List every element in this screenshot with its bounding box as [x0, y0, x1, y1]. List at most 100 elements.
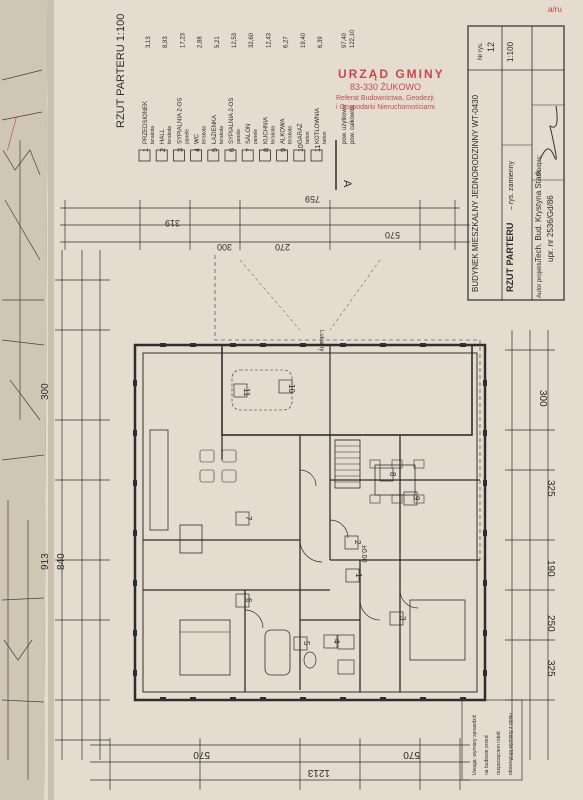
chair — [413, 494, 425, 504]
door-swing — [244, 609, 264, 629]
note-line: Uwaga: wymiary sprawdzić — [472, 714, 478, 775]
title-block: BUDYNEK MIESZKALNY JEDNORODZINNY WT-0430… — [467, 25, 565, 301]
author-name: Tech. Bud. Krystyna Stark — [534, 169, 543, 262]
window-mark — [340, 343, 346, 347]
room-number-box — [323, 634, 338, 649]
door-swing — [299, 539, 323, 563]
bathtub — [264, 629, 291, 676]
stamp-line-2: 83-330 ŻUKOWO — [350, 82, 421, 92]
armchair — [221, 449, 237, 463]
room-number-box — [233, 383, 248, 398]
sign-label: Podpis: — [537, 155, 543, 175]
window-mark — [160, 697, 166, 701]
dimension-right-label: 250 — [545, 615, 556, 632]
drawing-number: 12 — [486, 42, 496, 52]
bed — [409, 599, 466, 661]
chair — [369, 459, 381, 469]
legend-area: 3,13 — [146, 36, 152, 48]
door-swing — [299, 469, 317, 487]
legend-number-box — [241, 149, 254, 162]
room-number-box — [235, 593, 250, 608]
staircase — [334, 439, 361, 489]
window-mark — [483, 480, 487, 486]
legend-floor: beton — [322, 131, 328, 144]
dimension-top-label: 570 — [385, 230, 400, 240]
legend-number-box — [207, 149, 220, 162]
washbasin — [337, 634, 355, 650]
room-number-box — [278, 379, 293, 394]
door-swing — [399, 589, 419, 609]
window-mark — [380, 343, 386, 347]
legend-area: 6,27 — [284, 36, 290, 48]
car-outline — [231, 369, 293, 411]
window-mark — [460, 697, 466, 701]
legend-number-box — [190, 149, 203, 162]
legend-usable-value: 97,40 — [342, 32, 348, 48]
window-mark — [260, 697, 266, 701]
room-number-box — [235, 511, 250, 526]
room-number: 11 — [242, 388, 251, 397]
legend-number-box — [258, 149, 271, 162]
scale-value: 1:100 — [506, 41, 515, 62]
room-number: 6 — [244, 598, 253, 603]
legend-number: 10 — [298, 144, 305, 152]
armchair — [221, 469, 237, 483]
window-mark — [483, 380, 487, 386]
window-mark — [483, 530, 487, 536]
toilet — [303, 651, 317, 669]
window-mark — [460, 343, 466, 347]
legend-floor: terakota — [270, 126, 276, 144]
window-mark — [190, 697, 196, 701]
legend-area: 8,93 — [163, 36, 169, 48]
municipal-stamp: URZĄD GMINY 83-330 ŻUKOWO Referat Budown… — [336, 67, 445, 111]
notes-frame — [461, 699, 523, 781]
legend-room-name: HALL — [160, 128, 166, 144]
window-mark — [230, 343, 236, 347]
legend-floor: beton — [305, 131, 311, 144]
dimension-top-label: 270 — [275, 242, 290, 252]
stamp-line-1: URZĄD GMINY — [338, 67, 445, 81]
window-mark — [340, 697, 346, 701]
legend-number: 6 — [229, 148, 236, 152]
legend-total-value: 122,10 — [350, 29, 356, 48]
chair — [369, 494, 381, 504]
room-number: 4 — [332, 639, 341, 644]
window-mark — [483, 430, 487, 436]
window-mark — [483, 670, 487, 676]
dimension-right-label: 325 — [545, 660, 556, 677]
legend-room-name: GARAŻ — [297, 123, 304, 144]
stamp-line-3: Referat Budownictwa, Geodezji — [336, 95, 434, 102]
window-mark — [133, 530, 137, 536]
legend-number: 5 — [212, 148, 219, 152]
room-number: 8 — [388, 472, 397, 477]
legend-total-label: pow. całkowita — [350, 105, 356, 144]
room-number-box — [345, 568, 360, 583]
legend-number: 11 — [315, 145, 322, 152]
dimension-right-label: 325 — [545, 480, 556, 497]
inner-wall-line — [142, 352, 478, 693]
legend-area: 2,88 — [198, 36, 204, 48]
bed — [179, 619, 231, 676]
project-name: BUDYNEK MIESZKALNY JEDNORODZINNY WT-0430 — [471, 94, 480, 292]
legend-number: 3 — [177, 148, 184, 152]
chair — [391, 494, 403, 504]
room-number-box — [344, 535, 359, 550]
window-mark — [380, 697, 386, 701]
floor-level: ±0.00 — [360, 545, 367, 563]
dimension-bottom-label: 570 — [193, 749, 210, 760]
window-mark — [133, 630, 137, 636]
legend-room-name: ALKOWA — [281, 119, 287, 144]
legend-number-box — [310, 149, 323, 162]
legend-room-name: SYPIALNIA 2-OS — [229, 98, 235, 144]
stamp-line-4: i Gospodarki Nieruchomościami — [336, 104, 435, 111]
legend-floor: panele — [253, 129, 259, 144]
chair — [413, 459, 425, 469]
dimension-top-label: 300 — [217, 242, 232, 252]
sheet-label: – rys. zamienny — [508, 160, 515, 210]
garage-wall — [221, 344, 473, 436]
legend-title: RZUT PARTERU 1:100 — [115, 14, 127, 128]
room-number: 7 — [244, 516, 253, 521]
